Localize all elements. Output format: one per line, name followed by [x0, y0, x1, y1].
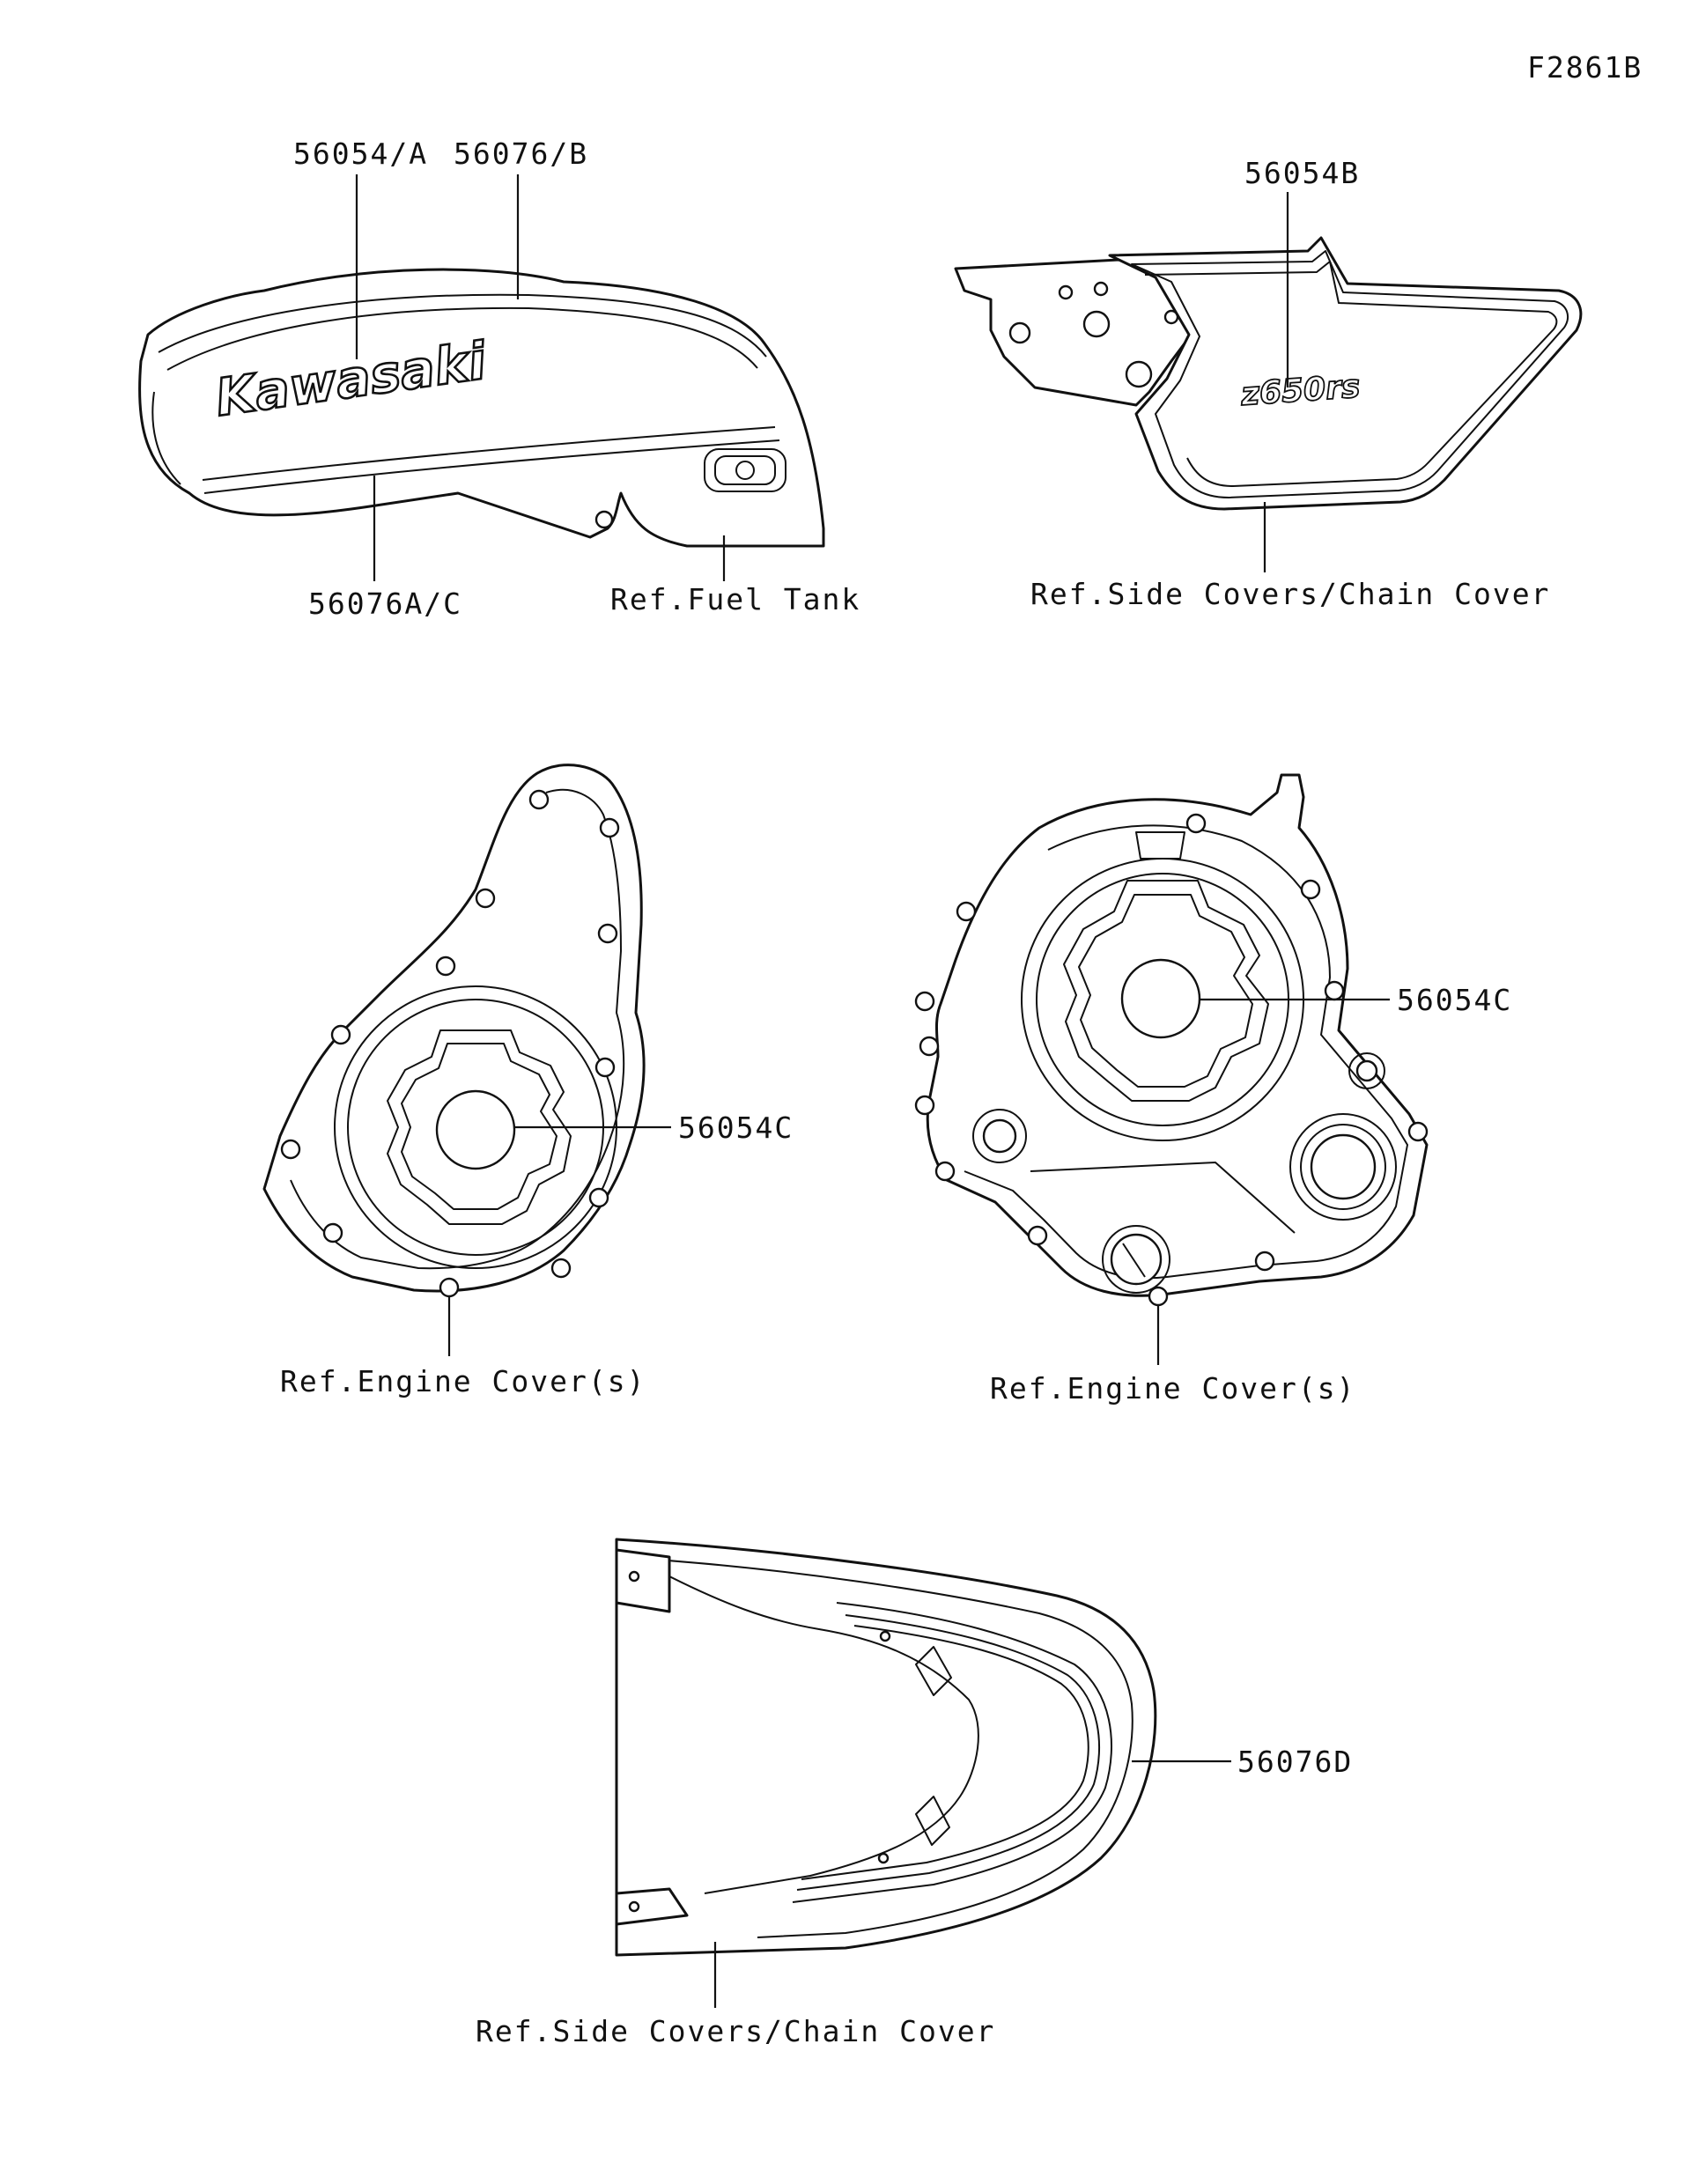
lbolt-2	[599, 817, 620, 838]
ref-tail: Ref.Side Covers/Chain Cover	[476, 2014, 995, 2048]
engine-cover-left-group: 56054C Ref.Engine Cover(s)	[262, 764, 794, 1398]
ref-fuel-tank: Ref.Fuel Tank	[610, 582, 860, 616]
tank-edge-line	[151, 391, 181, 485]
engine-cover-right-cap-outer	[1102, 1225, 1170, 1294]
side-cover-inner-border-2	[1144, 261, 1558, 487]
tank-cap-button	[735, 461, 755, 480]
engine-cover-right-small-plug-outer	[1348, 1052, 1385, 1089]
bracket-hole-4	[1058, 284, 1074, 300]
fuel-tank-group: Kawasaki 56054/A 56076/B 56076A/C Ref.Fu…	[138, 136, 860, 621]
label-56076D: 56076D	[1237, 1745, 1353, 1779]
label-56054B: 56054B	[1244, 156, 1360, 190]
rbolt-11	[1254, 1251, 1275, 1272]
tail-pin-1	[879, 1630, 891, 1642]
engine-cover-right-cap-inner	[1110, 1233, 1163, 1286]
rbolt-2	[1300, 879, 1321, 900]
rbolt-3	[956, 901, 977, 922]
engine-cover-right-center	[1120, 958, 1201, 1039]
tank-cap-inner	[714, 455, 776, 485]
tail-cowl-tab-1	[915, 1646, 952, 1696]
lbolt-4	[597, 923, 618, 944]
side-cover-group: z650rs 56054B Ref.Side Covers/Chain Cove…	[954, 156, 1583, 611]
tail-cowl-bracket-bottom	[615, 1887, 689, 1926]
tail-cowl-shape	[615, 1538, 1157, 1957]
tail-cowl-group: 56076D Ref.Side Covers/Chain Cover	[476, 1538, 1353, 2048]
lbolt-9	[588, 1187, 609, 1208]
tank-cap-outer	[704, 448, 786, 492]
engine-cover-right-gear	[1063, 880, 1269, 1102]
tail-hole-bottom	[628, 1900, 640, 1913]
bracket-hole-1	[1008, 321, 1031, 344]
lbolt-6	[330, 1024, 351, 1045]
tail-cowl-bracket-top	[615, 1548, 671, 1613]
bracket-hole-3	[1125, 360, 1153, 388]
tail-hole-top	[628, 1570, 640, 1583]
lbolt-3	[475, 888, 496, 909]
label-56076AC: 56076A/C	[308, 587, 462, 621]
bracket-hole-5	[1093, 281, 1109, 297]
rbolt-12	[1148, 1286, 1169, 1307]
engine-cover-right-cap-slot	[1122, 1243, 1146, 1278]
engine-cover-right-small-plug-inner	[1355, 1059, 1378, 1082]
engine-cover-right-ridge	[1030, 1162, 1296, 1234]
tail-cowl-stripe-1	[792, 1602, 1112, 1903]
tail-cowl-tab-2	[915, 1796, 950, 1846]
tank-mount-hole	[594, 510, 614, 529]
label-left-56054C: 56054C	[678, 1110, 794, 1145]
lbolt-10	[322, 1222, 343, 1243]
lbolt-1	[528, 789, 550, 810]
ref-engine-left: Ref.Engine Cover(s)	[280, 1364, 646, 1398]
engine-cover-right-filler-inner	[982, 1118, 1017, 1154]
lbolt-7	[594, 1057, 616, 1078]
engine-cover-right-filler-outer	[972, 1109, 1027, 1163]
lbolt-12	[439, 1277, 460, 1298]
engine-cover-right-gear-inner	[1078, 894, 1253, 1088]
engine-cover-right-plug-mid	[1300, 1124, 1386, 1210]
tail-cowl-stripe-3	[801, 1625, 1089, 1880]
rbolt-10	[1027, 1225, 1048, 1246]
rbolt-8	[1407, 1121, 1429, 1142]
label-56076B: 56076/B	[454, 136, 588, 171]
engine-cover-right-plug-inner	[1310, 1133, 1377, 1200]
engine-cover-right-tab	[1135, 831, 1185, 860]
lbolt-8	[280, 1139, 301, 1160]
tank-top-stripe-inner	[166, 306, 758, 371]
rbolt-1	[1185, 813, 1207, 834]
tail-cowl-stripe-2	[796, 1614, 1101, 1891]
figure-code: F2861B	[1527, 50, 1643, 85]
tank-bottom-stripe-outer	[202, 426, 776, 481]
rbolt-7	[914, 1095, 935, 1116]
engine-cover-right-shape	[926, 773, 1429, 1297]
engine-cover-left-gear-inner	[401, 1043, 558, 1210]
tail-cowl-inner-frame	[668, 1575, 979, 1894]
side-cover-inner-border	[1131, 250, 1569, 498]
bracket-hole-2	[1082, 310, 1111, 338]
ref-side-cover: Ref.Side Covers/Chain Cover	[1030, 577, 1550, 611]
ref-engine-right: Ref.Engine Cover(s)	[990, 1371, 1356, 1406]
engine-cover-left-shape	[262, 764, 646, 1293]
rbolt-6	[919, 1036, 940, 1057]
engine-cover-right-group: 56054C Ref.Engine Cover(s)	[914, 773, 1512, 1406]
rbolt-9	[934, 1161, 956, 1182]
engine-cover-left-center	[435, 1089, 516, 1170]
engine-cover-right-plug-outer	[1289, 1113, 1397, 1221]
label-56054A: 56054/A	[293, 136, 428, 171]
engine-cover-left-gear	[387, 1029, 572, 1225]
rbolt-4	[1324, 980, 1345, 1001]
label-right-56054C: 56054C	[1397, 983, 1512, 1017]
rbolt-5	[914, 991, 935, 1012]
lbolt-11	[550, 1258, 572, 1279]
tail-pin-2	[877, 1852, 890, 1864]
tail-cowl-edge-outer	[616, 1556, 1133, 1938]
tank-bottom-stripe-inner	[203, 439, 780, 494]
lbolt-5	[435, 956, 456, 977]
fuel-tank-shape	[138, 268, 825, 548]
